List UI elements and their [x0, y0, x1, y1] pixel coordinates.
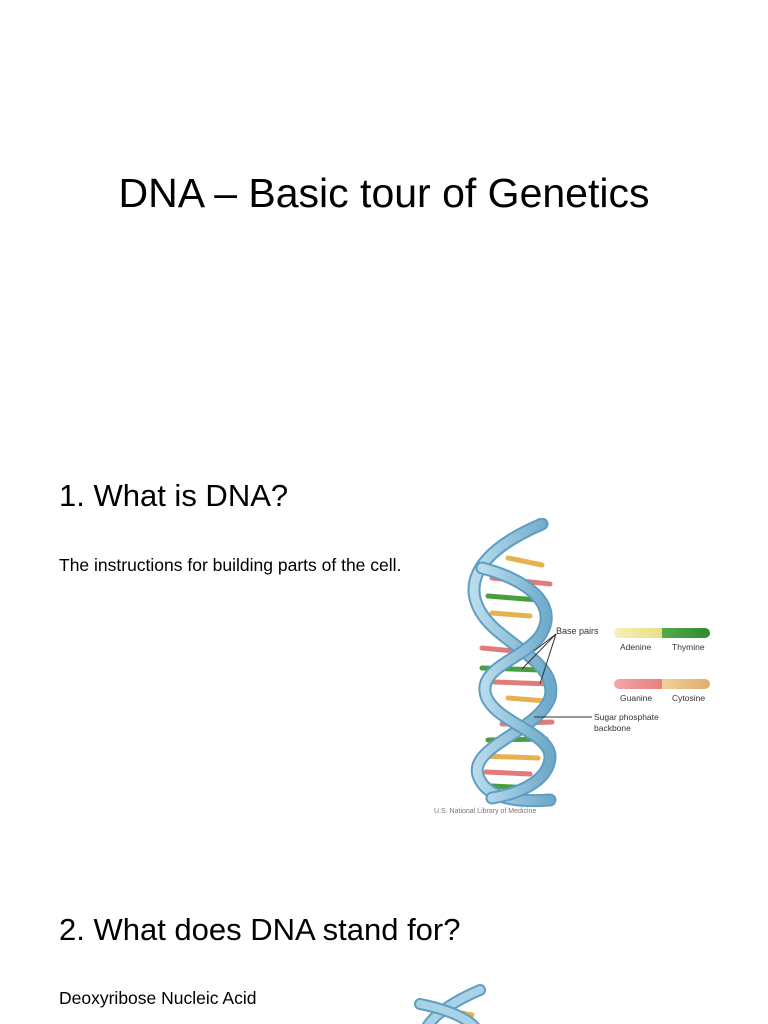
label-backbone-line1: Sugar phosphate [594, 712, 659, 722]
label-cytosine: Cytosine [672, 693, 705, 703]
dna-diagram: Base pairs Adenine Thymine Guanine Cytos… [434, 518, 710, 815]
question-heading-1: 1. What is DNA? [59, 478, 289, 513]
dna-diagram-partial [414, 984, 486, 1024]
label-backbone-line2: backbone [594, 723, 631, 733]
legend-bar-gc [614, 679, 710, 689]
answer-text-1: The instructions for building parts of t… [59, 555, 402, 575]
question-heading-2: 2. What does DNA stand for? [59, 912, 461, 947]
slide-2: 1. What is DNA? The instructions for bui… [0, 432, 768, 864]
legend-bar-at [614, 628, 710, 638]
image-credit: U.S. National Library of Medicine [434, 808, 536, 815]
label-guanine: Guanine [620, 693, 652, 703]
sugar-phosphate-backbone [467, 518, 558, 808]
slide-3: 2. What does DNA stand for? Deoxyribose … [0, 864, 768, 1024]
label-adenine: Adenine [620, 642, 651, 652]
answer-text-2: Deoxyribose Nucleic Acid [59, 988, 257, 1008]
slide-title: DNA – Basic tour of Genetics [118, 170, 650, 216]
label-base-pairs: Base pairs [556, 626, 599, 636]
label-thymine: Thymine [672, 642, 705, 652]
slide-1: DNA – Basic tour of Genetics [0, 0, 768, 432]
